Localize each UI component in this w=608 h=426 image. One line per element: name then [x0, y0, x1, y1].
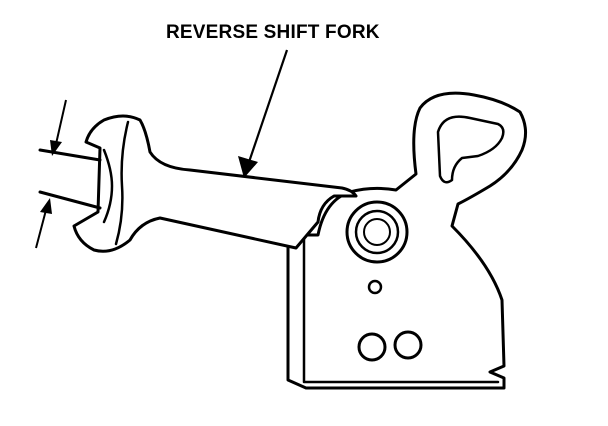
- fork-bracket: [286, 91, 527, 390]
- dimension-arrows: [35, 99, 67, 249]
- callout-leader-arrow: [238, 49, 289, 178]
- shift-rod: [38, 148, 102, 210]
- callout-label: REVERSE SHIFT FORK: [166, 22, 380, 43]
- reverse-shift-fork: [72, 114, 358, 253]
